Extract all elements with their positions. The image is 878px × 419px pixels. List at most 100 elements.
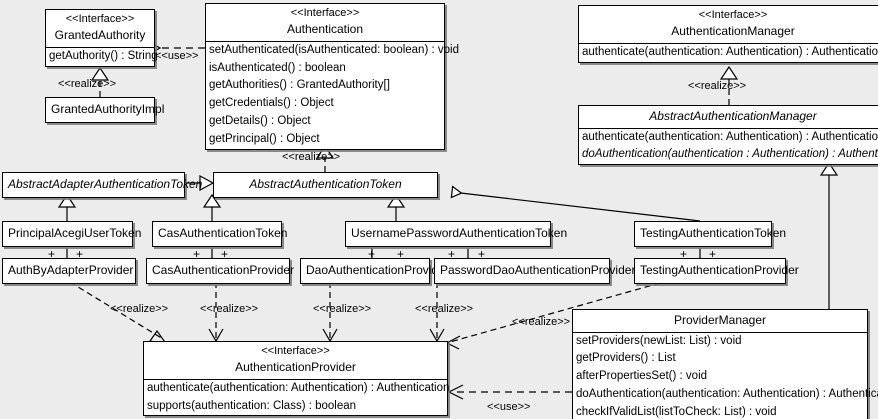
class-name: CasAuthenticationToken [158,226,288,240]
class-header: TestingAuthenticationProvider [635,259,799,283]
class-header: <<Interface>> GrantedAuthority [46,10,154,47]
class-name: AbstractAdapterAuthenticationToken [8,177,203,191]
class-name: ProviderManager [673,313,767,327]
label-use-authentication-grantedauthority: <<use>> [155,50,199,62]
operation: authenticate(authentication: Authenticat… [147,381,450,394]
operations-compartment: authenticate(authentication: Authenticat… [579,42,878,62]
class-header: <<Interface>> AuthenticationProvider [144,342,447,379]
label-use-providermanager: <<use>> [487,401,531,413]
label-realize-casauthenticationprovider: <<realize>> [200,303,259,315]
class-name: AuthenticationManager [671,24,795,39]
class-testing-authentication-provider[interactable]: TestingAuthenticationProvider [634,258,799,284]
edge-testingauthenticationtoken-extends-abstractauthenticationtoken [450,185,701,222]
association-adornment-plus: + [76,247,84,261]
operations-compartment: authenticate(authentication: Authenticat… [144,378,450,416]
stereotype-label: <<Interface>> [65,13,135,25]
class-name: AbstractAuthenticationManager [649,109,817,123]
class-granted-authority[interactable]: <<Interface>> GrantedAuthority getAuthor… [45,9,158,67]
class-header: TestingAuthenticationToken [635,222,786,246]
edge-abstractauthenticationtoken-realizes-authentication [315,144,335,172]
class-name: PasswordDaoAuthenticationProvider [440,263,636,277]
operation: getAuthority() : String [49,49,158,62]
operations-compartment: setProviders(newList: List) : void getPr… [573,331,878,419]
class-name: GrantedAuthority [54,28,146,43]
class-abstract-authentication-token[interactable]: AbstractAuthenticationToken [213,172,438,198]
class-authentication-manager[interactable]: <<Interface>> AuthenticationManager auth… [578,5,878,63]
class-header: PasswordDaoAuthenticationProvider [435,259,636,283]
class-auth-by-adapter-provider[interactable]: AuthByAdapterProvider [2,258,136,284]
operation: getAuthorities() : GrantedAuthority[] [209,79,390,92]
class-abstract-authentication-manager[interactable]: AbstractAuthenticationManager authentica… [578,105,878,166]
edge-principalacegiusertoken-extends-abstractadaptertoken [57,193,77,221]
association-adornment-plus: + [193,247,201,261]
operation: afterPropertiesSet() : void [576,370,708,383]
stereotype-label: <<Interface>> [261,345,330,357]
operation: authenticate(authentication: Authenticat… [582,130,878,143]
label-realize-abstractauthenticationtoken: <<realize>> [282,151,341,163]
class-header: DaoAuthenticationProvider [301,259,449,283]
operation: getCredentials() : Object [209,97,334,110]
operation: supports(authentication: Class) : boolea… [147,399,357,412]
class-password-dao-authentication-provider[interactable]: PasswordDaoAuthenticationProvider [434,258,636,284]
class-header: CasAuthenticationProvider [147,259,295,283]
class-header: AbstractAdapterAuthenticationToken [3,173,203,197]
operation: getPrincipal() : Object [209,132,320,145]
operation: setAuthenticated(isAuthenticated: boolea… [209,43,459,56]
class-provider-manager[interactable]: ProviderManager setProviders(newList: Li… [572,309,878,419]
class-name: GrantedAuthorityImpl [51,102,165,116]
edge-usernamepasswordtoken-extends-abstractauthenticationtoken [386,193,406,221]
association-adornment-plus: + [397,247,405,261]
edge-providermanager-extends-abstractauthenticationmanager [819,161,839,309]
edge-abstractadaptertoken-extends-abstractauthenticationtoken [185,174,215,192]
class-name: CasAuthenticationProvider [152,263,295,277]
class-dao-authentication-provider[interactable]: DaoAuthenticationProvider [300,258,449,284]
class-header: <<Interface>> Authentication [206,4,444,41]
operation: authenticate(authentication: Authenticat… [582,45,878,58]
class-cas-authentication-token[interactable]: CasAuthenticationToken [152,221,288,247]
class-username-password-authentication-token[interactable]: UsernamePasswordAuthenticationToken [345,221,568,247]
class-name: AuthByAdapterProvider [8,263,134,277]
edge-casauthenticationtoken-extends-abstractauthenticationtoken [202,193,222,221]
edge-grantedauthorityimpl-realizes-grantedauthority [90,66,110,97]
stereotype-label: <<Interface>> [290,7,360,19]
class-header: AbstractAuthenticationManager [579,106,878,128]
class-name: PrincipalAcegiUserToken [8,226,142,240]
operation: getProviders() : List [576,352,676,365]
class-header: PrincipalAcegiUserToken [3,222,142,246]
label-realize-abstractauthenticationmanager: <<realize>> [688,80,747,92]
operations-compartment: setAuthenticated(isAuthenticated: boolea… [206,40,459,149]
operation: checkIfValidList(listToCheck: List) : vo… [576,405,777,418]
stereotype-label: <<Interface>> [698,9,768,21]
operation: doAuthentication(authentication: Authent… [576,387,878,400]
label-realize-grantedauthorityimpl: <<realize>> [58,78,117,90]
class-header: ProviderManager [573,310,867,332]
association-adornment-plus: + [48,247,56,261]
class-name: UsernamePasswordAuthenticationToken [351,226,568,240]
association-adornment-plus: + [709,247,717,261]
association-adornment-plus: + [478,247,486,261]
class-name: DaoAuthenticationProvider [306,263,449,277]
operations-compartment: authenticate(authentication: Authenticat… [579,127,878,165]
label-realize-authbyadapterprovider: <<realize>> [110,303,169,315]
class-header: CasAuthenticationToken [153,222,288,246]
operation: doAuthentication(authentication : Authen… [582,148,878,161]
operation: isAuthenticated() : boolean [209,61,346,74]
class-cas-authentication-provider[interactable]: CasAuthenticationProvider [146,258,295,284]
label-realize-daoauthenticationprovider: <<realize>> [313,303,372,315]
class-testing-authentication-token[interactable]: TestingAuthenticationToken [634,221,786,247]
class-name: Authentication [286,22,364,37]
class-principal-acegi-user-token[interactable]: PrincipalAcegiUserToken [2,221,142,247]
operation: setProviders(newList: List) : void [576,334,742,347]
class-authentication[interactable]: <<Interface>> Authentication setAuthenti… [205,3,459,150]
class-authentication-provider[interactable]: <<Interface>> AuthenticationProvider aut… [143,341,450,417]
class-granted-authority-impl[interactable]: GrantedAuthorityImpl [45,97,165,123]
association-adornment-plus: + [368,247,376,261]
association-adornment-plus: + [221,247,229,261]
class-header: AbstractAuthenticationToken [214,173,437,197]
class-header: <<Interface>> AuthenticationManager [579,6,878,43]
class-abstract-adapter-authentication-token[interactable]: AbstractAdapterAuthenticationToken [2,172,203,198]
class-header: AuthByAdapterProvider [3,259,135,283]
association-adornment-plus: + [448,247,456,261]
